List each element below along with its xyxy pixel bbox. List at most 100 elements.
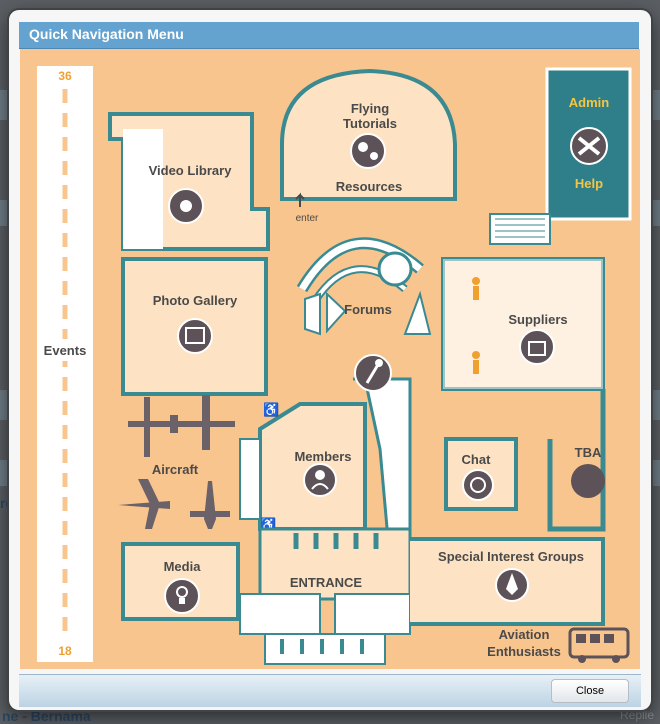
bus-wheel bbox=[612, 655, 620, 663]
fighter-wing bbox=[190, 511, 230, 517]
airplane-icon bbox=[128, 415, 182, 433]
wheelchair-icon: ♿ bbox=[263, 402, 279, 417]
suppliers-room[interactable]: Suppliers bbox=[441, 257, 605, 391]
photo-gallery-room[interactable]: Photo Gallery bbox=[121, 257, 268, 396]
lightbulb-base bbox=[179, 598, 185, 604]
jet-icon bbox=[118, 501, 170, 509]
gift-box bbox=[528, 341, 546, 356]
tba-room[interactable]: TBA bbox=[547, 389, 606, 532]
enter-arrow-icon bbox=[295, 192, 305, 207]
entrance-columns bbox=[280, 639, 364, 654]
events-label-bg bbox=[37, 339, 93, 361]
special-interest-groups-room[interactable]: Special Interest Groups bbox=[410, 537, 605, 626]
entrance-left-wing bbox=[239, 593, 321, 635]
bus-window bbox=[576, 634, 586, 643]
forums-seat-left bbox=[304, 292, 321, 336]
media-room[interactable]: Media bbox=[121, 542, 240, 621]
admin-label[interactable]: Admin bbox=[569, 95, 610, 110]
aircraft-label: Aircraft bbox=[152, 462, 199, 477]
aircraft-silhouettes bbox=[118, 395, 235, 529]
aircraft-zone[interactable]: Aircraft bbox=[118, 395, 235, 529]
flying-tutorials-label-1: Flying bbox=[351, 101, 389, 116]
bus-icon bbox=[568, 627, 630, 659]
modal-header: Quick Navigation Menu bbox=[19, 22, 639, 49]
members-stairs bbox=[239, 438, 261, 520]
entrance-label: ENTRANCE bbox=[290, 575, 363, 590]
admin-help-panel[interactable]: Admin Help bbox=[489, 67, 632, 245]
navigation-map: .room { fill: #fde3c4; stroke: #3a8a92; … bbox=[20, 49, 640, 669]
stairs-steps bbox=[495, 218, 545, 238]
forums-area[interactable]: Forums bbox=[296, 237, 432, 336]
close-button[interactable]: Close bbox=[551, 679, 629, 703]
bus-window bbox=[604, 634, 614, 643]
video-library-room[interactable]: Video Library bbox=[108, 112, 270, 251]
member-shoulders bbox=[311, 483, 329, 490]
member-head bbox=[315, 470, 325, 480]
gears-icon bbox=[350, 133, 386, 169]
gear-small bbox=[370, 152, 378, 160]
aviation-enthusiasts-zone[interactable]: Aviation Enthusiasts bbox=[487, 627, 630, 663]
media-label: Media bbox=[164, 559, 202, 574]
runway-number-top: 36 bbox=[58, 69, 72, 83]
gift-box-icon bbox=[519, 329, 555, 365]
person-icon bbox=[472, 277, 480, 285]
forums-label: Forums bbox=[344, 302, 392, 317]
central-corridor bbox=[353, 354, 412, 541]
globe-icon bbox=[462, 469, 494, 501]
chat-room[interactable]: Chat bbox=[444, 437, 518, 511]
gear-small bbox=[358, 142, 368, 152]
enter-label: enter bbox=[296, 213, 319, 224]
modal-title: Quick Navigation Menu bbox=[29, 26, 184, 42]
forums-pillar bbox=[377, 251, 413, 287]
members-room[interactable]: Members ♿ ♿ bbox=[239, 402, 367, 532]
entrance-area[interactable]: ENTRANCE bbox=[239, 527, 412, 665]
forums-seat-center bbox=[326, 291, 347, 334]
events-label: Events bbox=[44, 343, 87, 358]
tba-placeholder-icon bbox=[571, 464, 605, 498]
bus-wheel bbox=[578, 655, 586, 663]
suppliers-label: Suppliers bbox=[508, 312, 567, 327]
resources-label: Resources bbox=[336, 179, 402, 194]
aviation-enthusiasts-label-1: Aviation bbox=[499, 627, 550, 642]
modal-footer: Close bbox=[19, 674, 641, 707]
airplane-wing bbox=[144, 397, 150, 457]
members-label: Members bbox=[294, 449, 351, 464]
tba-label: TBA bbox=[575, 445, 602, 460]
chat-label: Chat bbox=[462, 452, 492, 467]
tools-cross bbox=[577, 136, 601, 156]
flying-tutorials-label-2: Tutorials bbox=[343, 116, 397, 131]
floor-plan: .room { fill: #fde3c4; stroke: #3a8a92; … bbox=[37, 66, 632, 665]
events-zone[interactable]: 36 18 Events bbox=[37, 66, 93, 662]
key-head bbox=[375, 359, 383, 367]
entrance-pillars bbox=[293, 533, 379, 549]
entrance-steps bbox=[264, 633, 386, 665]
suppliers-floor bbox=[443, 259, 603, 389]
runway-number-bottom: 18 bbox=[58, 644, 72, 658]
flying-tutorials-room[interactable]: Flying Tutorials Resources enter bbox=[280, 68, 457, 224]
film-reel-hub bbox=[180, 200, 192, 212]
fighter-jet-icon bbox=[204, 481, 216, 529]
forums-seat-right bbox=[403, 290, 432, 335]
picture-frame-icon bbox=[177, 318, 213, 354]
entrance-right-wing bbox=[334, 593, 411, 635]
jet-wing bbox=[138, 479, 160, 529]
aviation-enthusiasts-label-2: Enthusiasts bbox=[487, 644, 561, 659]
video-library-corridor bbox=[123, 129, 163, 249]
bus-window bbox=[590, 634, 600, 643]
picture-frame bbox=[185, 327, 205, 344]
background-replies: Replie bbox=[620, 708, 655, 722]
photo-gallery-label: Photo Gallery bbox=[153, 293, 238, 308]
background-thread-title: ne - Bernama bbox=[2, 708, 91, 724]
airplane-wing bbox=[202, 395, 210, 450]
globe-ring bbox=[470, 477, 486, 493]
rocket-body bbox=[506, 573, 518, 595]
person-icon bbox=[472, 351, 480, 359]
help-label[interactable]: Help bbox=[575, 176, 603, 191]
quick-navigation-modal: Quick Navigation Menu .room { fill: #fde… bbox=[9, 10, 651, 710]
person-body bbox=[473, 360, 479, 374]
tba-walls bbox=[547, 389, 606, 532]
special-interest-groups-label: Special Interest Groups bbox=[438, 549, 584, 564]
person-body bbox=[473, 286, 479, 300]
lightbulb-glass bbox=[176, 586, 188, 598]
video-library-label: Video Library bbox=[149, 163, 233, 178]
